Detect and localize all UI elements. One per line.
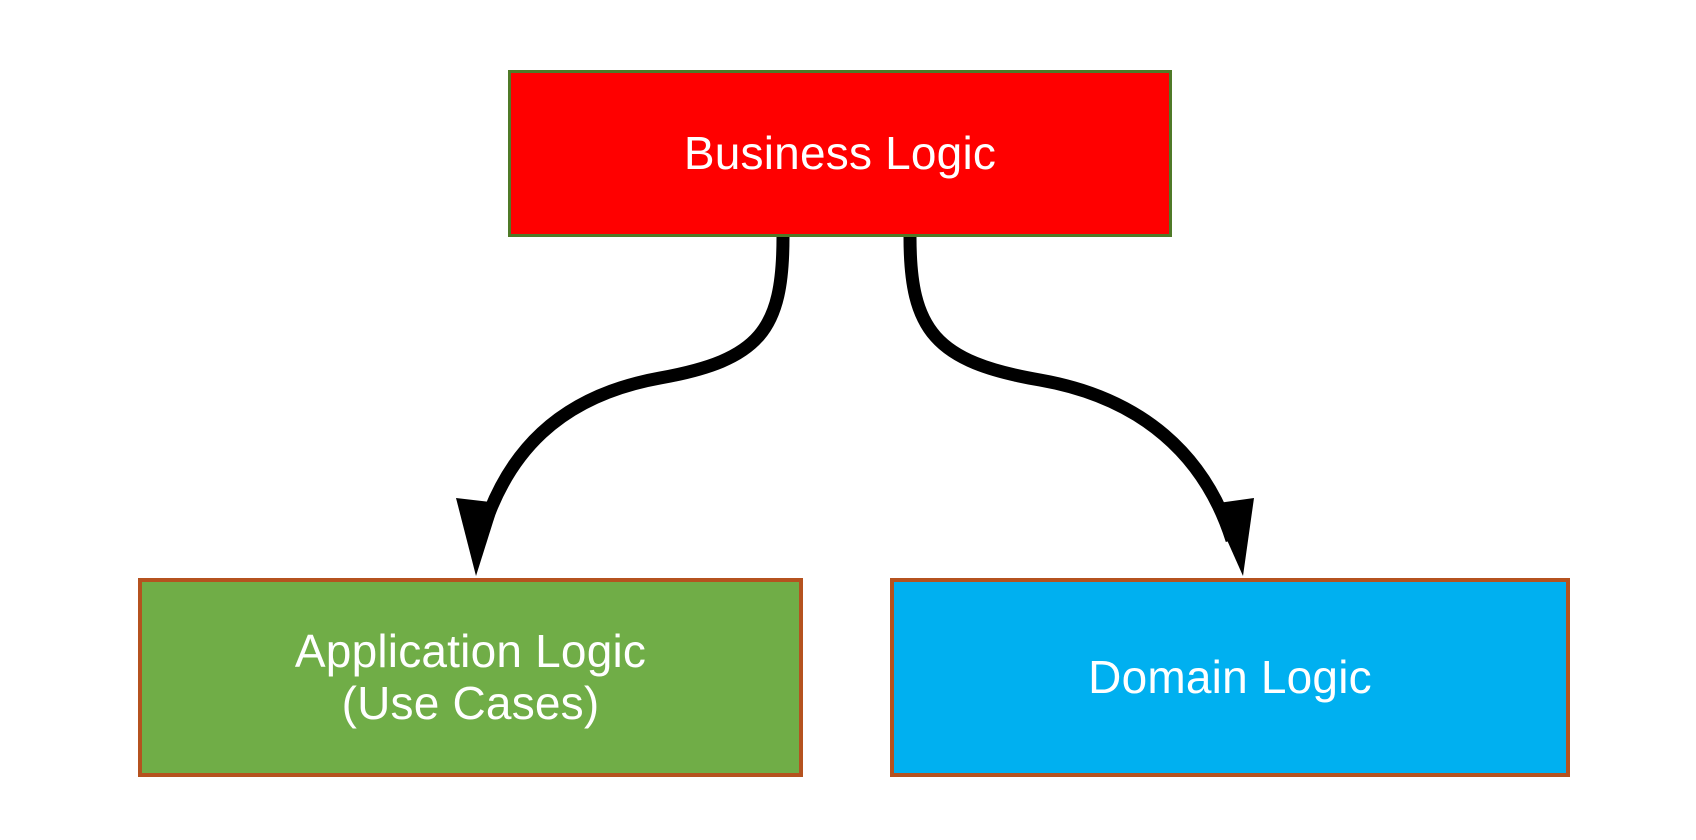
node-domain-logic-label: Domain Logic (1088, 650, 1372, 703)
edge-business-to-application-arrowhead (456, 498, 499, 576)
edge-business-to-domain-path (903, 236, 1239, 542)
node-domain-logic[interactable]: Domain Logic (890, 578, 1570, 777)
node-business-logic[interactable]: Business Logic (508, 70, 1172, 237)
edge-business-to-domain (903, 236, 1254, 576)
node-application-logic[interactable]: Application Logic (Use Cases) (138, 578, 803, 777)
node-application-logic-label: Application Logic (Use Cases) (294, 624, 647, 729)
node-business-logic-label: Business Logic (683, 126, 997, 179)
edge-business-to-application-path (473, 236, 790, 542)
edge-business-to-application (456, 236, 790, 576)
edge-business-to-domain-arrowhead (1211, 498, 1254, 576)
